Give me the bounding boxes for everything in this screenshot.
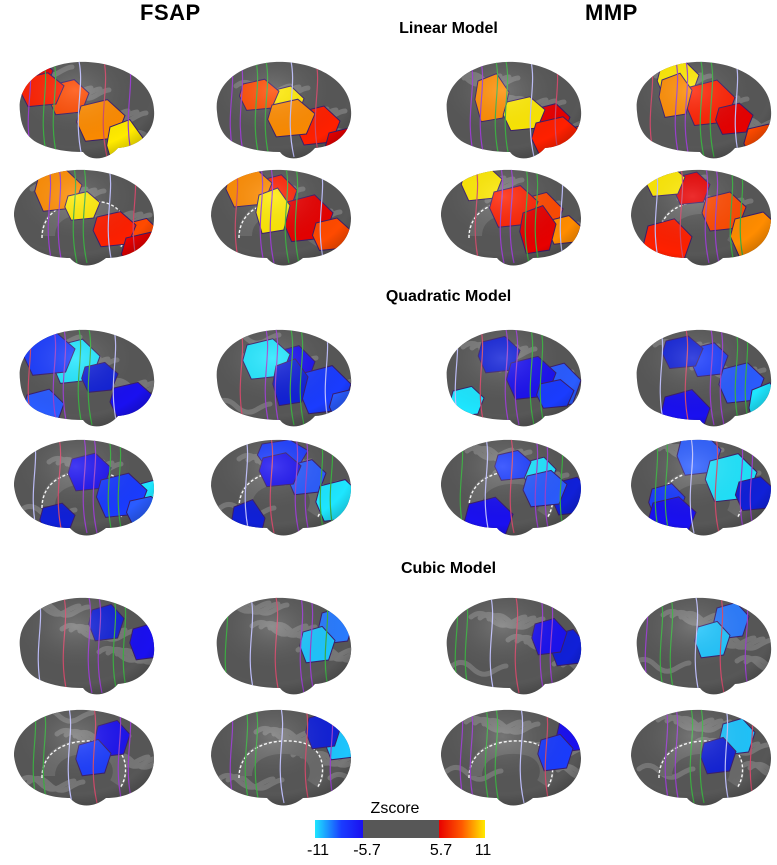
colorbar-tick-neg: -5.7 <box>353 842 381 859</box>
fsap-model2-lateral-right <box>205 320 355 430</box>
mmp-model1-medial-left <box>435 158 585 268</box>
fsap-model2-medial-right <box>205 428 355 538</box>
mmp-model3-lateral-right <box>625 588 775 698</box>
mmp-model2-medial-right <box>625 428 775 538</box>
fsap-model1-medial-left <box>8 158 158 268</box>
cubic-model-title: Cubic Model <box>400 560 497 577</box>
fsap-model3-medial-right <box>205 698 355 808</box>
mmp-model3-lateral-left <box>435 588 585 698</box>
fsap-model2-lateral-left <box>8 320 158 430</box>
colorbar-tick-min: -11 <box>307 842 329 859</box>
colorbar-gradient <box>315 820 485 838</box>
mmp-model1-medial-right <box>625 158 775 268</box>
fsap-model1-lateral-left <box>8 52 158 162</box>
mmp-model1-lateral-right <box>625 52 775 162</box>
mmp-model2-medial-left <box>435 428 585 538</box>
fsap-model3-lateral-left <box>8 588 158 698</box>
fsap-model3-medial-left <box>8 698 158 808</box>
fsap-model3-lateral-right <box>205 588 355 698</box>
quadratic-model-title: Quadratic Model <box>385 288 512 305</box>
colorbar-title: Zscore <box>370 800 420 817</box>
mmp-model1-lateral-left <box>435 52 585 162</box>
mmp-header: MMP <box>585 0 638 25</box>
fsap-model1-lateral-right <box>205 52 355 162</box>
mmp-model3-medial-left <box>435 698 585 808</box>
colorbar: Zscore -11 -5.7 5.7 11 <box>305 800 491 860</box>
mmp-model3-medial-right <box>625 698 775 808</box>
fsap-header: FSAP <box>140 0 201 25</box>
colorbar-tick-pos: 5.7 <box>429 842 453 859</box>
fsap-model2-medial-left <box>8 428 158 538</box>
colorbar-tick-max: 11 <box>474 842 492 859</box>
fsap-model1-medial-right <box>205 158 355 268</box>
linear-model-title: Linear Model <box>399 20 498 37</box>
mmp-model2-lateral-right <box>625 320 775 430</box>
mmp-model2-lateral-left <box>435 320 585 430</box>
